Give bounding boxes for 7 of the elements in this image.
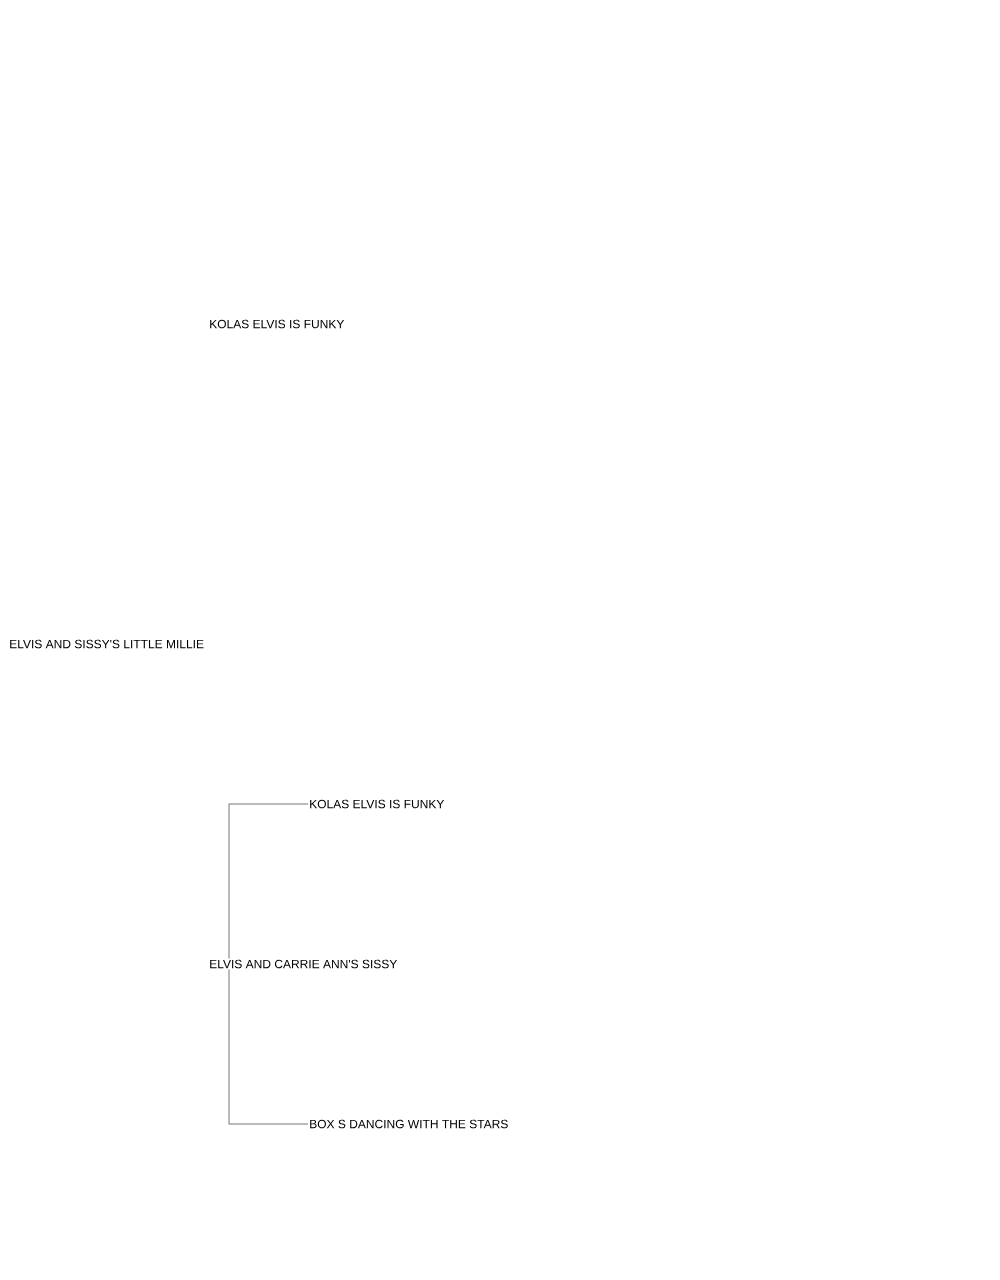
connector-line xyxy=(228,968,309,1125)
pedigree-name: KOLAS ELVIS IS FUNKY xyxy=(210,319,345,329)
connector-line xyxy=(228,803,309,960)
pedigree-name: BOX S DANCING WITH THE STARS xyxy=(310,1119,508,1129)
pedigree-name: KOLAS ELVIS IS FUNKY xyxy=(310,799,445,809)
pedigree-name: ELVIS AND CARRIE ANN'S SISSY xyxy=(210,959,398,969)
pedigree-name: ELVIS AND SISSY'S LITTLE MILLIE xyxy=(10,639,204,649)
